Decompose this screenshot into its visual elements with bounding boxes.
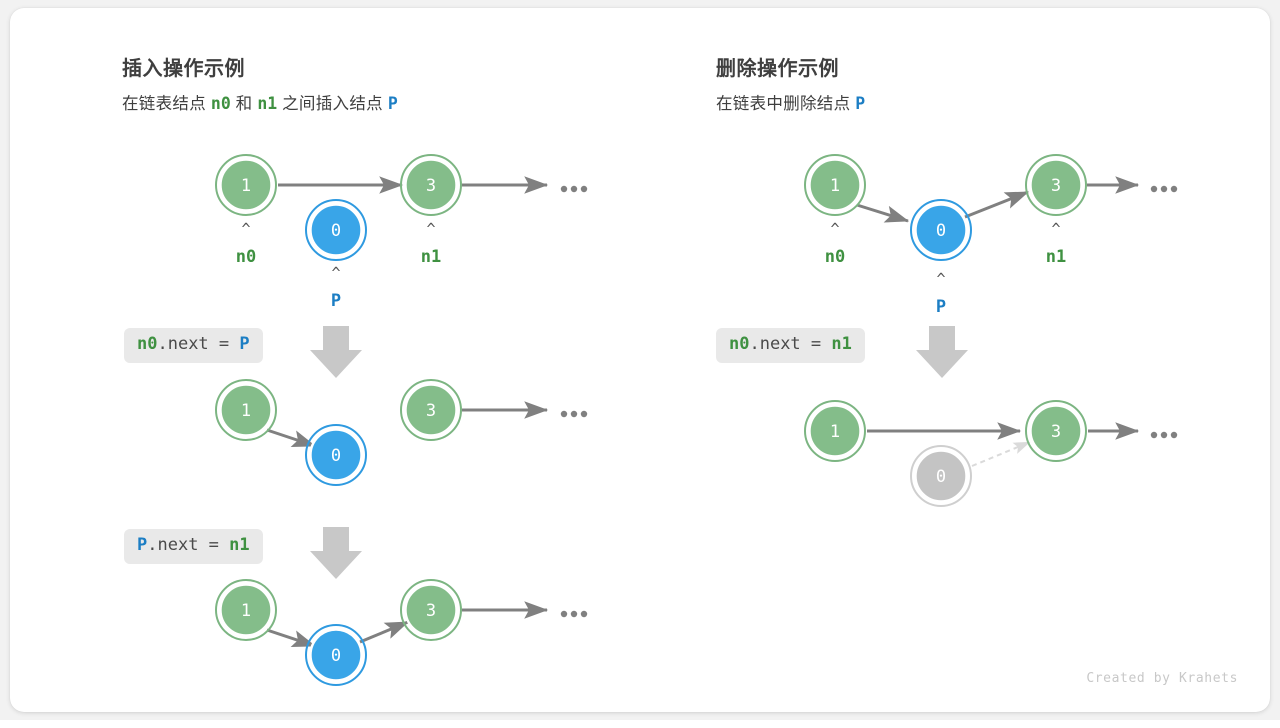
subtitle-code-n0: n0 [210, 94, 231, 113]
node-value: 1 [830, 176, 840, 196]
step-arrow-down-icon-1 [916, 326, 968, 378]
node-n1: 3 [400, 154, 462, 216]
insert-panel-subtitle: 在链表结点 n0 和 n1 之间插入结点 P [122, 90, 398, 114]
subtitle-code-n1: n1 [257, 94, 278, 113]
link-arrow-removed-dashed [971, 441, 1031, 467]
subtitle-text-3: 之间插入结点 [282, 95, 383, 113]
node-value: 0 [331, 646, 341, 666]
node-p: 0 [305, 424, 367, 486]
node-p: 0 [305, 199, 367, 261]
node-value: 0 [331, 446, 341, 466]
subtitle-code-p: P [387, 94, 398, 113]
link-arrow-n0-p [856, 203, 910, 223]
credit-text: Created by Krahets [1086, 671, 1238, 686]
code-token-p: P [137, 535, 148, 555]
node-value: 1 [241, 176, 251, 196]
remove-panel-title: 删除操作示例 [716, 58, 839, 80]
link-arrow-p-n1 [359, 620, 410, 644]
node-value: 0 [331, 221, 341, 241]
ellipsis-icon [560, 610, 588, 618]
code-token-n1: n1 [229, 535, 250, 555]
node-value: 1 [830, 422, 840, 442]
insert-step-2-code: P.next = n1 [124, 529, 263, 564]
pointer-label-n1: n1 [1046, 247, 1066, 267]
node-n1: 3 [1025, 400, 1087, 462]
step-arrow-down-icon-2 [310, 527, 362, 579]
remove-panel-subtitle: 在链表中删除结点 P [716, 90, 865, 114]
node-value: 3 [426, 601, 436, 621]
caret-up-icon: ^ [426, 220, 435, 238]
caret-up-icon: ^ [241, 220, 250, 238]
node-n0: 1 [215, 154, 277, 216]
remove-row-after: 1 0 3 [804, 400, 1178, 507]
caret-up-icon: ^ [331, 264, 340, 282]
pointer-label-p: P [331, 291, 341, 311]
subtitle-text-1: 在链表结点 [122, 95, 206, 113]
caret-up-icon: ^ [936, 270, 945, 288]
ellipsis-icon [1150, 431, 1178, 439]
node-value: 3 [426, 401, 436, 421]
pointer-label-n0: n0 [236, 247, 256, 267]
node-n0: 1 [804, 400, 866, 462]
pointer-label-n0: n0 [825, 247, 845, 267]
subtitle-text-2: 和 [235, 95, 253, 113]
node-value: 0 [936, 467, 946, 487]
node-p: 0 [910, 199, 972, 261]
pointer-label-n1: n1 [421, 247, 441, 267]
remove-row-initial: 1 ^ n0 0 ^ P 3 ^ n1 [804, 154, 1178, 317]
ellipsis-icon [560, 185, 588, 193]
pointer-label-p: P [936, 297, 946, 317]
insert-row-after-step2: 1 0 3 [215, 579, 588, 686]
diagram-svg-layer: 1 ^ n0 0 ^ P 3 ^ n1 [215, 154, 1178, 686]
insert-panel-title: 插入操作示例 [122, 58, 245, 80]
node-value: 1 [241, 401, 251, 421]
insert-row-initial: 1 ^ n0 0 ^ P 3 ^ n1 [215, 154, 588, 311]
node-n0: 1 [215, 579, 277, 641]
subtitle-text-1: 在链表中删除结点 [716, 95, 851, 113]
code-token-next-assign: .next = [157, 334, 240, 354]
diagram-card: 插入操作示例 在链表结点 n0 和 n1 之间插入结点 P n0.next = … [10, 8, 1270, 712]
code-token-n1: n1 [831, 334, 852, 354]
step-arrow-down-icon-1 [310, 326, 362, 378]
link-arrow-n0-p [266, 428, 317, 448]
insert-step-1-code: n0.next = P [124, 328, 263, 363]
code-token-p: P [239, 334, 250, 354]
node-n0: 1 [804, 154, 866, 216]
subtitle-code-p: P [855, 94, 866, 113]
node-p: 0 [305, 624, 367, 686]
caret-up-icon: ^ [1051, 220, 1060, 238]
node-value: 3 [1051, 422, 1061, 442]
ellipsis-icon [560, 410, 588, 418]
code-token-n0: n0 [729, 334, 750, 354]
insert-row-after-step1: 1 0 3 [215, 379, 588, 486]
node-removed: 0 [910, 445, 972, 507]
node-n0: 1 [215, 379, 277, 441]
remove-step-1-code: n0.next = n1 [716, 328, 865, 363]
node-value: 3 [1051, 176, 1061, 196]
code-token-n0: n0 [137, 334, 158, 354]
node-n1: 3 [400, 379, 462, 441]
node-value: 3 [426, 176, 436, 196]
link-arrow-p-n1 [964, 190, 1030, 219]
link-arrow-n0-p [266, 628, 317, 648]
caret-up-icon: ^ [830, 220, 839, 238]
ellipsis-icon [1150, 185, 1178, 193]
node-value: 1 [241, 601, 251, 621]
node-n1: 3 [400, 579, 462, 641]
code-token-next-assign: .next = [749, 334, 832, 354]
node-n1: 3 [1025, 154, 1087, 216]
node-value: 0 [936, 221, 946, 241]
code-token-next-assign: .next = [147, 535, 230, 555]
